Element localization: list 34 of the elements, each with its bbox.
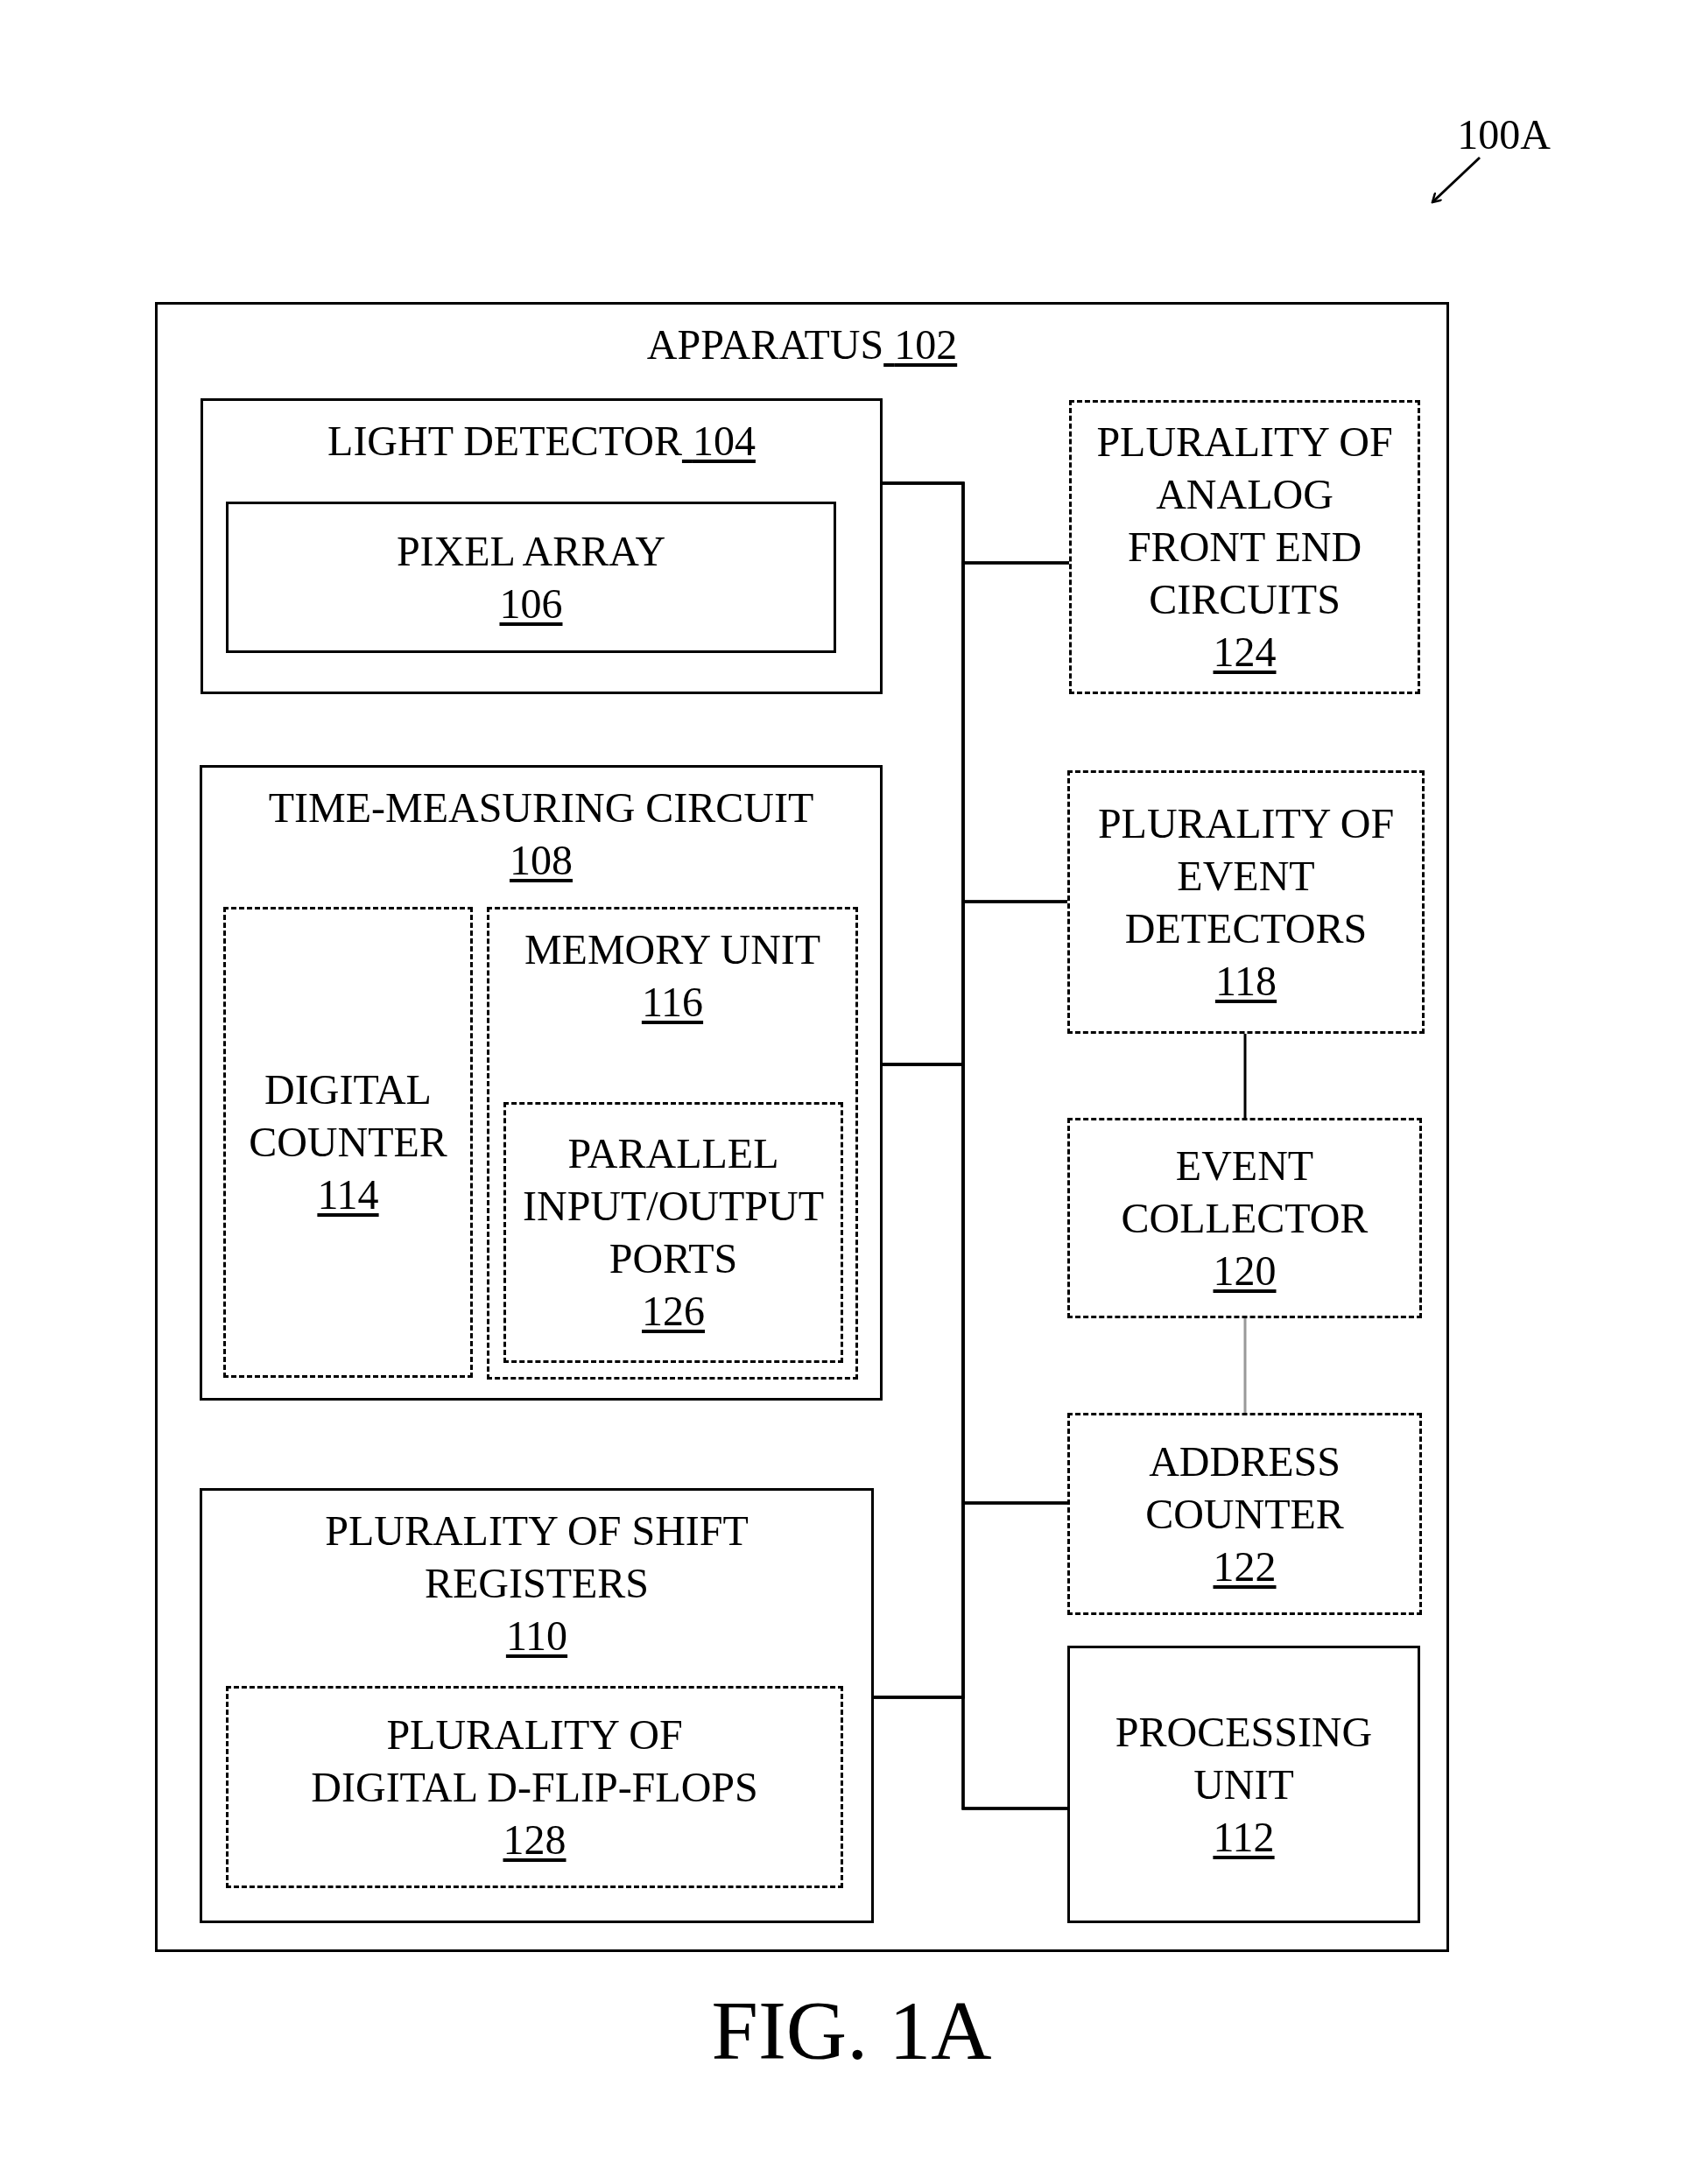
block-box [503,1102,843,1363]
connector-line [874,1696,1067,1810]
block-label: PARALLEL INPUT/OUTPUT PORTS 126 [522,1129,825,1336]
block-box [200,765,883,1401]
block-box [1067,770,1425,1034]
block-label: DIGITAL COUNTER 114 [248,1065,448,1219]
block-label: PLURALITY OF EVENT DETECTORS 118 [1096,798,1396,1006]
block-box [226,1686,843,1888]
block-label: LIGHT DETECTOR 104 [327,417,756,466]
figure-caption: FIG. 1A [710,1983,993,2079]
block-box [1067,1413,1422,1615]
block-label: TIME-MEASURING CIRCUIT 108 [268,783,814,885]
block-label: PIXEL ARRAY 106 [396,526,666,629]
connector-line [1243,1034,1247,1118]
block-box [223,907,473,1378]
block-box [201,398,883,694]
block-box [200,1488,874,1923]
block-box [1067,1118,1422,1318]
block-box [226,502,836,653]
block-label: PLURALITY OF ANALOG FRONT END CIRCUITS 124 [1095,418,1394,677]
block-box [1069,400,1420,694]
reference-arrow [1431,156,1481,204]
block-label: EVENT COLLECTOR 120 [1120,1141,1369,1296]
block-label: PLURALITY OF DIGITAL D-FLIP-FLOPS 128 [310,1710,759,1864]
block-label: APPARATUS 102 [646,320,958,369]
block-box [155,302,1449,1952]
block-label: PLURALITY OF SHIFT REGISTERS 110 [324,1506,749,1661]
connector-line [1243,1318,1247,1413]
block-box [487,907,858,1380]
block-label: MEMORY UNIT 116 [524,925,821,1027]
figure-reference: 100A [1457,110,1551,159]
block-label: PROCESSING UNIT 112 [1114,1707,1374,1862]
block-label: ADDRESS COUNTER 122 [1144,1436,1345,1591]
block-box [1067,1646,1420,1923]
